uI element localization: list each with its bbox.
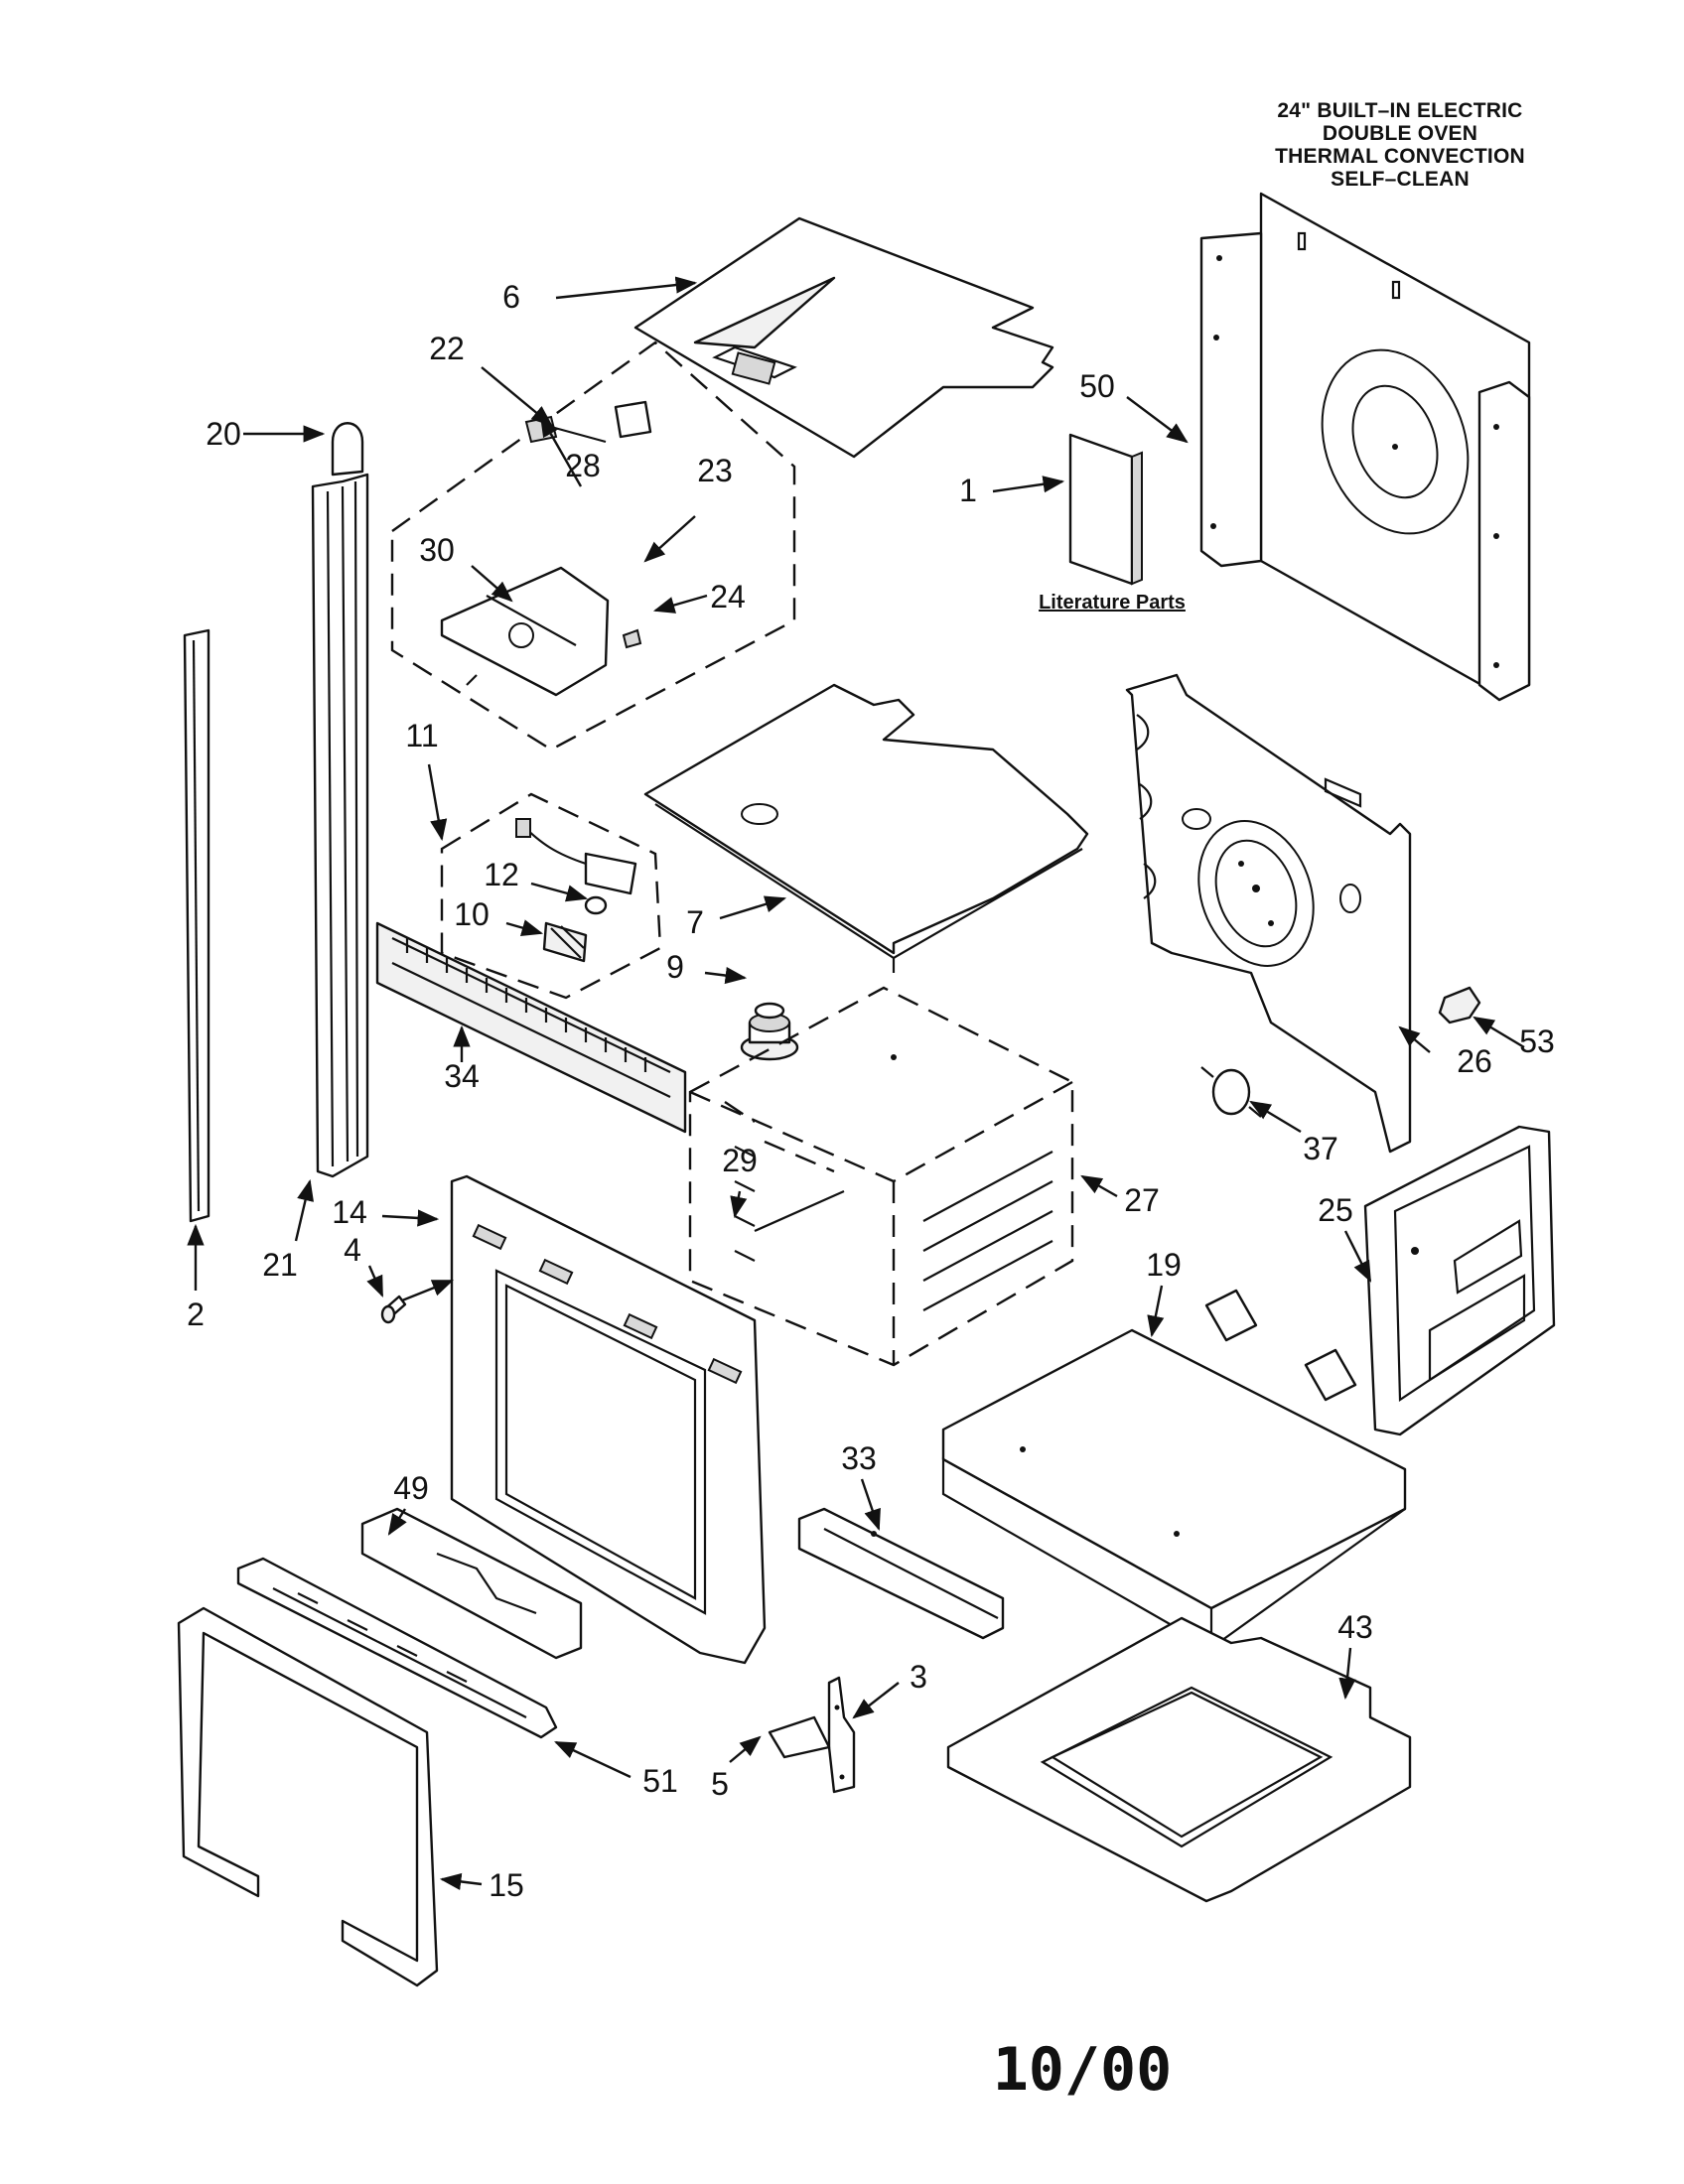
- part-mid-cover-panel: [643, 683, 1089, 973]
- callout-21: 21: [262, 1247, 298, 1283]
- part-fan-knob: [740, 1002, 799, 1061]
- callout-14: 14: [332, 1194, 367, 1230]
- callout-9: 9: [666, 949, 684, 985]
- part-bottom-tray: [946, 1616, 1412, 1903]
- part-thermostat-disc: [1200, 1066, 1262, 1118]
- callout-30: 30: [419, 532, 455, 568]
- part-clip: [1438, 986, 1481, 1024]
- title-line-2: DOUBLE OVEN: [1322, 122, 1478, 145]
- part-vertical-trim-strip: [183, 628, 210, 1223]
- part-door-latch: [515, 818, 637, 963]
- callout-12: 12: [484, 857, 519, 892]
- callout-20: 20: [206, 416, 241, 452]
- callout-43: 43: [1337, 1609, 1373, 1645]
- callout-23: 23: [697, 453, 733, 488]
- callout-28: 28: [565, 448, 601, 483]
- callout-3: 3: [910, 1659, 927, 1695]
- group-outline-11: [440, 792, 662, 1000]
- callout-5: 5: [711, 1766, 729, 1802]
- callout-24: 24: [710, 579, 746, 614]
- part-vent-grille: [375, 921, 687, 1134]
- part-front-frame: [450, 1174, 767, 1665]
- part-shelf: [941, 1289, 1407, 1650]
- callout-50: 50: [1079, 368, 1115, 404]
- callout-10: 10: [454, 896, 490, 932]
- part-control-bracket: [440, 400, 652, 697]
- callout-1: 1: [959, 473, 977, 508]
- literature-parts-label: Literature Parts: [1039, 592, 1186, 614]
- callout-34: 34: [444, 1058, 480, 1094]
- part-bracket-3: [827, 1676, 856, 1794]
- part-screw: [380, 1295, 407, 1324]
- title-line-3: THERMAL CONVECTION: [1275, 145, 1525, 168]
- callout-33: 33: [841, 1440, 877, 1476]
- callout-29: 29: [722, 1143, 758, 1178]
- date-stamp: 10/00: [992, 2035, 1173, 2105]
- callout-11: 11: [405, 718, 438, 753]
- callout-15: 15: [489, 1867, 524, 1903]
- callout-2: 2: [187, 1297, 205, 1332]
- part-bracket-5: [768, 1715, 831, 1759]
- part-oven-cavity: [688, 986, 1074, 1367]
- part-lower-channel: [360, 1507, 583, 1660]
- part-right-trim-plate: [1363, 1125, 1556, 1436]
- callout-22: 22: [429, 331, 465, 366]
- part-lower-rail: [797, 1507, 1005, 1640]
- part-back-panel: [1199, 192, 1531, 702]
- title-line-4: SELF–CLEAN: [1331, 168, 1470, 191]
- callout-49: 49: [393, 1470, 429, 1506]
- leader-lines: [187, 276, 1525, 1890]
- callout-26: 26: [1457, 1043, 1492, 1079]
- callout-7: 7: [686, 904, 704, 940]
- title-line-1: 24" BUILT–IN ELECTRIC: [1277, 99, 1523, 122]
- callout-51: 51: [642, 1763, 678, 1799]
- callout-6: 6: [502, 279, 520, 315]
- callout-53: 53: [1519, 1024, 1555, 1059]
- callout-27: 27: [1124, 1182, 1160, 1218]
- callout-37: 37: [1303, 1131, 1338, 1166]
- callout-labels: 6 20 22 28 30 23 24 1 50 11 12 10 7 9 34…: [187, 279, 1555, 1903]
- part-top-cover: [633, 216, 1054, 459]
- diagram-title: 24" BUILT–IN ELECTRIC DOUBLE OVEN THERMA…: [1211, 99, 1589, 191]
- part-door-gasket: [177, 1606, 439, 1987]
- part-door-trim: [236, 1557, 558, 1739]
- callout-19: 19: [1146, 1247, 1182, 1283]
- part-literature-booklet: [1068, 433, 1143, 586]
- part-side-rail: [311, 473, 369, 1178]
- callout-4: 4: [344, 1232, 361, 1268]
- callout-25: 25: [1318, 1192, 1353, 1228]
- part-trim-tab: [331, 422, 364, 477]
- group-outline-22: [390, 341, 796, 751]
- part-side-panel: [1125, 673, 1412, 1154]
